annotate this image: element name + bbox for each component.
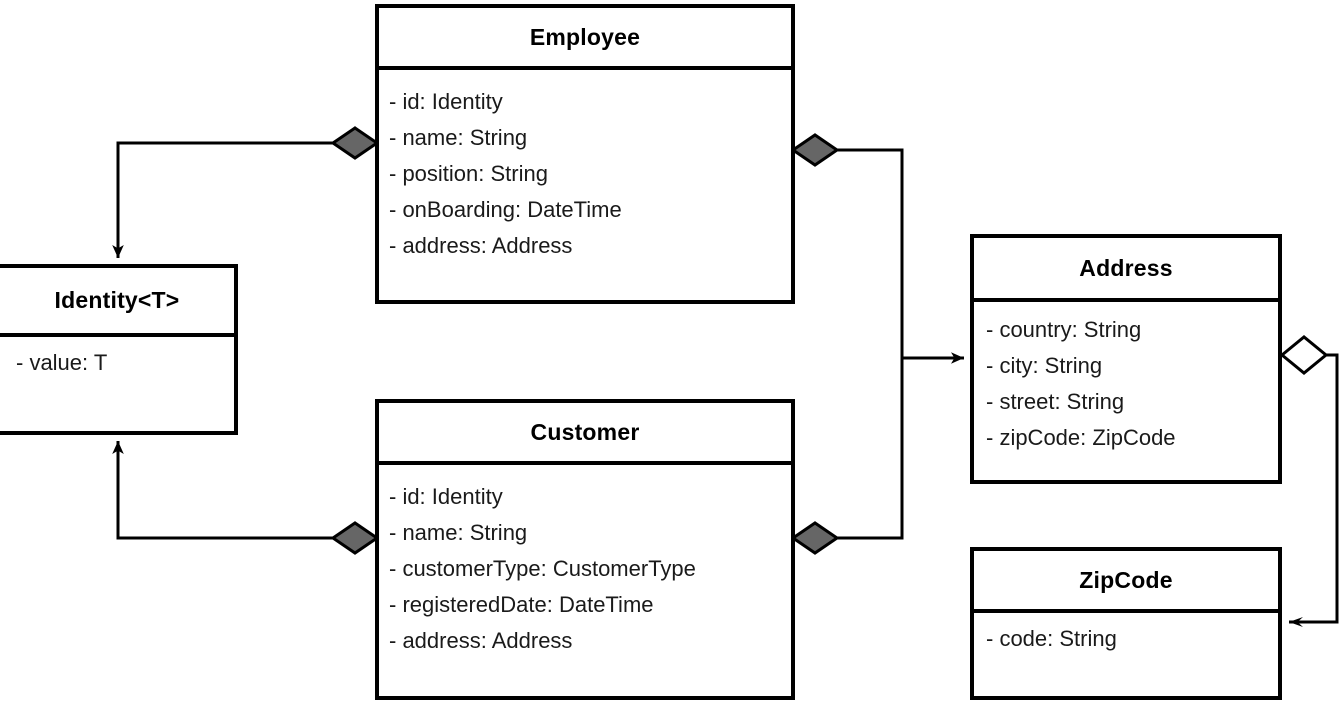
- aggregation-diamond-address-zipcode: [1279, 335, 1329, 375]
- class-name-employee: Employee: [379, 8, 791, 70]
- composition-diamond-customer-identity: [330, 521, 380, 555]
- class-box-employee[interactable]: Employee - id: Identity - name: String -…: [375, 4, 795, 304]
- edge-employee-identity: [112, 126, 380, 258]
- attribute-row: - customerType: CustomerType: [389, 556, 696, 581]
- attribute-row: - value: T: [16, 350, 108, 375]
- edge-customer-address: [790, 358, 904, 555]
- class-name-zipcode: ZipCode: [974, 551, 1278, 613]
- composition-diamond-employee-identity: [330, 126, 380, 160]
- attribute-list-zipcode: - code: String: [974, 613, 1278, 657]
- attribute-row: - name: String: [389, 125, 528, 150]
- attribute-row: - code: String: [986, 626, 1117, 651]
- attribute-row: - position: String: [389, 161, 548, 186]
- class-name-identity: Identity<T>: [0, 268, 234, 337]
- class-box-address[interactable]: Address - country: String - city: String…: [970, 234, 1282, 484]
- attribute-row: - zipCode: ZipCode: [986, 425, 1176, 450]
- attribute-row: - name: String: [389, 520, 528, 545]
- edge-employee-address: [790, 133, 904, 358]
- attribute-row: - country: String: [986, 317, 1142, 342]
- attribute-list-identity: - value: T: [0, 337, 234, 381]
- class-box-identity[interactable]: Identity<T> - value: T: [0, 264, 238, 435]
- attribute-row: - registeredDate: DateTime: [389, 592, 654, 617]
- attribute-row: - id: Identity: [389, 89, 503, 114]
- class-box-zipcode[interactable]: ZipCode - code: String: [970, 547, 1282, 700]
- composition-diamond-employee-address: [790, 133, 840, 167]
- attribute-row: - city: String: [986, 353, 1103, 378]
- attribute-row: - id: Identity: [389, 484, 503, 509]
- composition-diamond-customer-address: [790, 521, 840, 555]
- attribute-row: - onBoarding: DateTime: [389, 197, 622, 222]
- class-name-address: Address: [974, 238, 1278, 302]
- class-box-customer[interactable]: Customer - id: Identity - name: String -…: [375, 399, 795, 700]
- attribute-row: - address: Address: [389, 628, 573, 653]
- attribute-list-employee: - id: Identity - name: String - position…: [379, 70, 791, 264]
- attribute-row: - street: String: [986, 389, 1125, 414]
- edge-address-zipcode: [1279, 335, 1339, 627]
- attribute-row: - address: Address: [389, 233, 573, 258]
- edge-customer-identity: [112, 441, 380, 555]
- attribute-list-address: - country: String - city: String - stree…: [974, 302, 1278, 456]
- attribute-list-customer: - id: Identity - name: String - customer…: [379, 465, 791, 659]
- class-name-customer: Customer: [379, 403, 791, 465]
